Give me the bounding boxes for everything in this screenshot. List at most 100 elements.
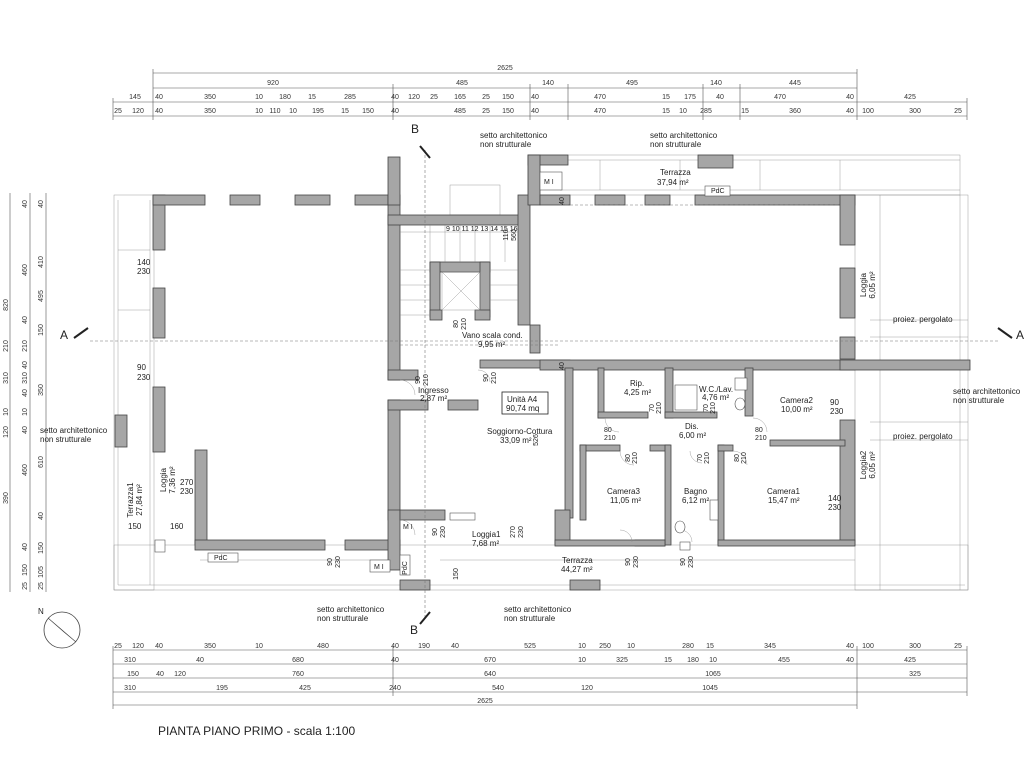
unit-area: 90,74 mq bbox=[506, 404, 539, 413]
svg-text:25: 25 bbox=[38, 582, 45, 590]
unit-name: Unità A4 bbox=[507, 395, 538, 404]
svg-text:210: 210 bbox=[491, 372, 498, 384]
svg-text:360: 360 bbox=[789, 108, 801, 115]
svg-text:80: 80 bbox=[604, 427, 612, 434]
svg-text:10: 10 bbox=[3, 408, 10, 416]
svg-text:non strutturale: non strutturale bbox=[40, 435, 92, 444]
room-camera3-area: 11,05 m² bbox=[610, 496, 641, 505]
dim-top-row4: 25 120 40 350 10 110 10 195 15 150 40 48… bbox=[114, 108, 962, 115]
dim-left-col2: 40 460 40 210 40 310 40 10 40 460 40 150… bbox=[22, 200, 29, 590]
top-dimension-lines bbox=[112, 69, 968, 120]
svg-text:110: 110 bbox=[503, 229, 510, 240]
svg-text:250: 250 bbox=[599, 643, 611, 650]
svg-text:setto architettonico: setto architettonico bbox=[953, 387, 1021, 396]
svg-text:80: 80 bbox=[625, 454, 632, 462]
svg-text:25: 25 bbox=[954, 643, 962, 650]
svg-text:560: 560 bbox=[511, 229, 518, 241]
section-mark-b-bottom: B bbox=[410, 611, 431, 637]
svg-text:10: 10 bbox=[255, 108, 263, 115]
svg-text:40: 40 bbox=[846, 108, 854, 115]
svg-text:15: 15 bbox=[308, 94, 316, 101]
svg-text:210: 210 bbox=[755, 435, 767, 442]
svg-text:300: 300 bbox=[909, 643, 921, 650]
svg-text:325: 325 bbox=[616, 657, 628, 664]
svg-text:470: 470 bbox=[594, 108, 606, 115]
svg-text:445: 445 bbox=[789, 80, 801, 87]
svg-text:150: 150 bbox=[22, 564, 29, 576]
svg-text:40: 40 bbox=[155, 643, 163, 650]
door-swings bbox=[399, 369, 768, 543]
svg-text:540: 540 bbox=[492, 685, 504, 692]
svg-text:350: 350 bbox=[204, 643, 216, 650]
svg-text:40: 40 bbox=[22, 543, 29, 551]
svg-text:425: 425 bbox=[904, 657, 916, 664]
svg-text:210: 210 bbox=[656, 402, 663, 414]
svg-text:90: 90 bbox=[483, 374, 490, 382]
room-loggia1: Loggia1 bbox=[472, 530, 501, 539]
dim-bottom-row2: 310 40 680 40 670 10 325 15 180 10 455 4… bbox=[124, 657, 916, 664]
svg-text:M I: M I bbox=[374, 564, 384, 571]
svg-text:325: 325 bbox=[909, 671, 921, 678]
svg-text:25: 25 bbox=[954, 108, 962, 115]
svg-text:300: 300 bbox=[909, 108, 921, 115]
svg-text:proiez. pergolato: proiez. pergolato bbox=[893, 315, 953, 324]
svg-text:M I: M I bbox=[403, 524, 413, 531]
room-dis: Dis. bbox=[685, 422, 699, 431]
svg-text:90: 90 bbox=[432, 528, 439, 536]
room-ingresso-area: 2,87 m² bbox=[420, 394, 447, 403]
svg-text:80: 80 bbox=[734, 454, 741, 462]
room-camera2-area: 10,00 m² bbox=[781, 405, 813, 414]
room-terrazza-top-area: 37,94 m² bbox=[657, 178, 689, 187]
dim-bottom-total: 2625 bbox=[477, 698, 493, 705]
svg-text:70: 70 bbox=[703, 404, 710, 412]
svg-text:610: 610 bbox=[38, 456, 45, 468]
section-mark-a-right: A bbox=[997, 327, 1024, 342]
dim-bottom-row3: 150 40 120 760 640 1065 325 bbox=[127, 671, 921, 678]
svg-text:40: 40 bbox=[531, 108, 539, 115]
svg-text:90: 90 bbox=[137, 363, 146, 372]
svg-text:210: 210 bbox=[604, 435, 616, 442]
small-boxes bbox=[154, 171, 731, 576]
svg-text:310: 310 bbox=[3, 372, 10, 384]
svg-text:non strutturale: non strutturale bbox=[480, 140, 532, 149]
svg-text:15: 15 bbox=[662, 94, 670, 101]
svg-text:210: 210 bbox=[3, 340, 10, 352]
svg-text:40: 40 bbox=[391, 643, 399, 650]
svg-text:80: 80 bbox=[755, 427, 763, 434]
svg-text:195: 195 bbox=[216, 685, 228, 692]
svg-text:10: 10 bbox=[627, 643, 635, 650]
svg-text:210: 210 bbox=[22, 340, 29, 352]
setto-notes: setto architettonico non strutturale set… bbox=[40, 131, 1021, 623]
room-vano-scala-area: 9,95 m² bbox=[478, 340, 505, 349]
svg-text:setto architettonico: setto architettonico bbox=[480, 131, 548, 140]
room-rip-area: 4,25 m² bbox=[624, 388, 651, 397]
room-camera2: Camera2 bbox=[780, 396, 813, 405]
svg-text:PdC: PdC bbox=[214, 555, 228, 562]
svg-text:105: 105 bbox=[38, 566, 45, 578]
svg-text:15: 15 bbox=[741, 108, 749, 115]
svg-text:15: 15 bbox=[341, 108, 349, 115]
svg-text:90: 90 bbox=[415, 376, 422, 384]
svg-text:40: 40 bbox=[155, 94, 163, 101]
svg-text:40: 40 bbox=[846, 643, 854, 650]
room-bagno-area: 6,12 m² bbox=[682, 496, 709, 505]
dim-top-row2: 920 485 140 495 140 445 bbox=[267, 80, 801, 87]
svg-text:40: 40 bbox=[531, 94, 539, 101]
svg-text:390: 390 bbox=[3, 492, 10, 504]
svg-text:140: 140 bbox=[828, 494, 842, 503]
svg-text:230: 230 bbox=[335, 556, 342, 568]
room-terrazza1: Terrazza1 bbox=[126, 482, 135, 518]
svg-text:B: B bbox=[410, 623, 418, 637]
svg-text:setto architettonico: setto architettonico bbox=[504, 605, 572, 614]
svg-text:120: 120 bbox=[581, 685, 593, 692]
svg-text:40: 40 bbox=[22, 426, 29, 434]
svg-text:350: 350 bbox=[38, 384, 45, 396]
svg-text:760: 760 bbox=[292, 671, 304, 678]
svg-text:10: 10 bbox=[255, 94, 263, 101]
svg-text:40: 40 bbox=[22, 316, 29, 324]
svg-text:70: 70 bbox=[697, 454, 704, 462]
room-soggiorno: Soggiorno-Cottura bbox=[487, 427, 553, 436]
pdc-notes: PdC PdC PdC M I M I M I bbox=[214, 179, 725, 575]
svg-text:230: 230 bbox=[828, 503, 842, 512]
svg-text:10: 10 bbox=[709, 657, 717, 664]
